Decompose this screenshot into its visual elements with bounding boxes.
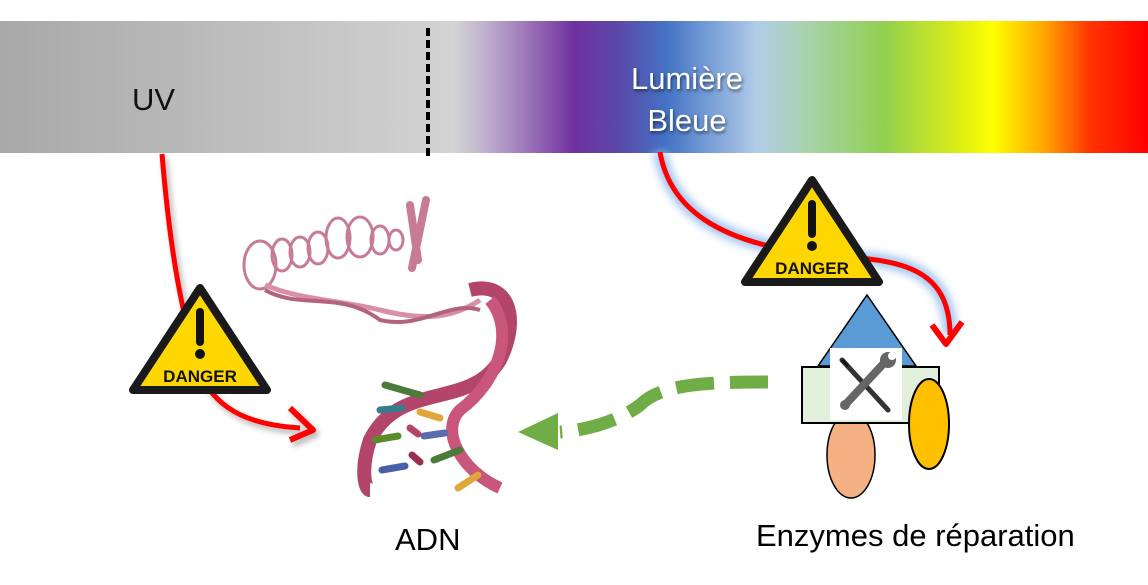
dna-illustration [242,196,517,497]
blue-light-label-line1: Lumière [631,61,743,96]
danger-text: DANGER [163,367,237,386]
repair-arrow [518,375,769,450]
repair-enzymes [801,293,950,499]
enzyme-ellipse-right [908,378,950,470]
danger-warning-sign-blue: DANGER [741,176,883,286]
danger-text: DANGER [775,259,849,278]
exclamation-icon [808,200,816,238]
dna-label: ADN [395,522,461,557]
exclamation-icon [196,308,204,346]
uv-label: UV [132,82,176,117]
blue-light-label-line2: Bleue [647,103,727,138]
repair-enzymes-label: Enzymes de réparation [756,518,1075,553]
danger-warning-sign-uv: DANGER [129,284,271,394]
uv-visible-divider [426,28,430,156]
blue-light-label: Lumière Bleue [612,58,762,142]
enzyme-ellipse-left [826,411,876,499]
wrench-screwdriver-icon [839,352,896,413]
light-spectrum-band [0,21,1148,153]
